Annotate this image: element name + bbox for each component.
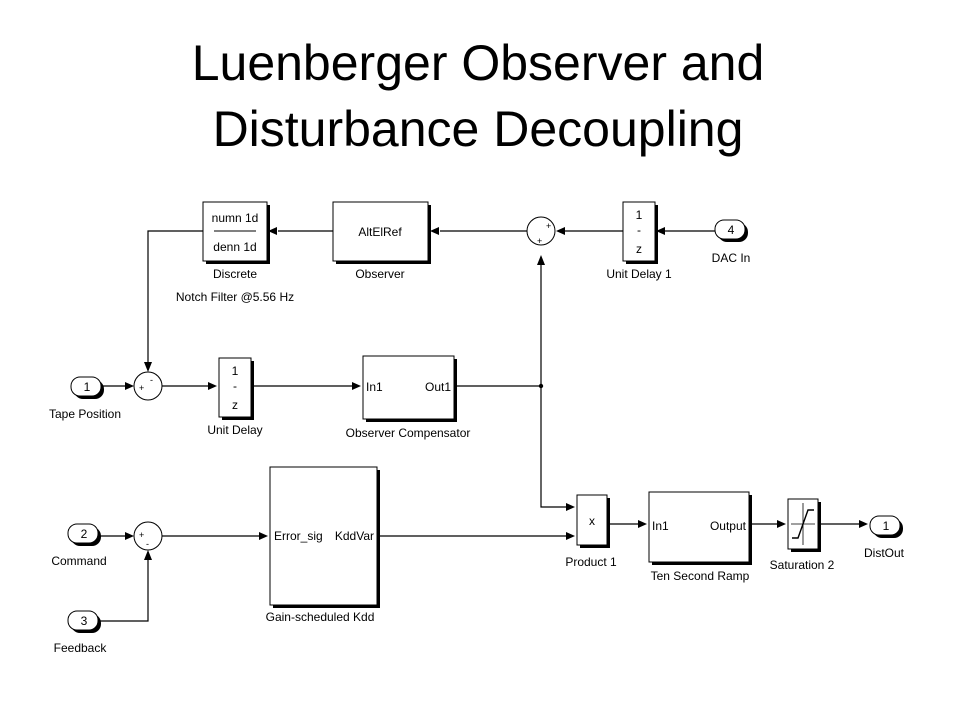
- saturation-icon: [792, 509, 814, 539]
- unit-delay-1-block[interactable]: 1 - z: [622, 201, 658, 264]
- unit-delay-1-label: Unit Delay 1: [606, 267, 672, 281]
- gain-kdd-block[interactable]: Error_sig KddVar: [269, 466, 380, 608]
- observer-compensator-block[interactable]: In1 Out1: [362, 355, 457, 422]
- sum-bot-sign2: -: [146, 539, 149, 549]
- dist-out-port-number: 1: [883, 519, 890, 533]
- product-label: Product 1: [565, 555, 617, 569]
- observer-block-text: AltElRef: [358, 225, 402, 239]
- unit-delay-den: z: [232, 398, 238, 412]
- notch-filter-label: Notch Filter @5.56 Hz: [176, 290, 294, 304]
- saturation-label: Saturation 2: [770, 558, 835, 572]
- unit-delay-block[interactable]: 1 - z: [218, 357, 254, 420]
- observer-label: Observer: [355, 267, 404, 281]
- gain-kdd-in: Error_sig: [274, 529, 323, 543]
- observer-block[interactable]: AltElRef: [332, 201, 431, 264]
- unit-delay-num: 1: [232, 364, 239, 378]
- saturation-block[interactable]: [787, 498, 821, 552]
- command-label: Command: [51, 554, 106, 568]
- observer-compensator-in: In1: [366, 380, 383, 394]
- unit-delay-1-den: z: [636, 242, 642, 256]
- tape-position-label: Tape Position: [49, 407, 121, 421]
- observer-compensator-out: Out1: [425, 380, 451, 394]
- sum-top[interactable]: + +: [526, 216, 556, 246]
- dac-in-port[interactable]: 4: [714, 219, 748, 242]
- feedback-port-number: 3: [81, 614, 88, 628]
- product-symbol: x: [589, 514, 595, 528]
- discrete-tf-label: Discrete: [213, 267, 257, 281]
- sum-top-sign2: +: [537, 236, 542, 246]
- feedback-label: Feedback: [54, 641, 108, 655]
- sum-bot-sign1: +: [139, 530, 144, 540]
- dac-in-label: DAC In: [712, 251, 751, 265]
- unit-delay-dash: -: [233, 379, 237, 393]
- command-port[interactable]: 2: [67, 523, 101, 546]
- discrete-tf-numerator: numn 1d: [212, 211, 259, 225]
- sum-top-sign1: +: [546, 221, 551, 231]
- slide-title-line2: Disturbance Decoupling: [213, 101, 744, 157]
- tape-position-port[interactable]: 1: [70, 376, 104, 399]
- ramp-out: Output: [710, 519, 747, 533]
- observer-compensator-label: Observer Compensator: [346, 426, 471, 440]
- product-block[interactable]: x: [576, 494, 610, 548]
- unit-delay-1-num: 1: [636, 208, 643, 222]
- gain-kdd-out: KddVar: [335, 529, 374, 543]
- sum-bot[interactable]: + -: [133, 521, 163, 551]
- discrete-tf-block[interactable]: numn 1d denn 1d: [202, 201, 270, 264]
- gain-kdd-label: Gain-scheduled Kdd: [266, 610, 375, 624]
- unit-delay-label: Unit Delay: [207, 423, 262, 437]
- tape-position-port-number: 1: [84, 380, 91, 394]
- sum-mid-sign1: -: [150, 375, 153, 385]
- discrete-tf-denominator: denn 1d: [213, 240, 256, 254]
- sum-mid-sign2: +: [139, 383, 144, 393]
- command-port-number: 2: [81, 527, 88, 541]
- ramp-in: In1: [652, 519, 669, 533]
- dist-out-port[interactable]: 1: [869, 515, 903, 538]
- feedback-port[interactable]: 3: [67, 610, 101, 633]
- dist-out-label: DistOut: [864, 546, 905, 560]
- sum-mid[interactable]: - +: [133, 371, 163, 401]
- slide-title-line1: Luenberger Observer and: [192, 35, 765, 91]
- ramp-label: Ten Second Ramp: [651, 569, 750, 583]
- ramp-block[interactable]: In1 Output: [648, 491, 752, 565]
- dac-in-port-number: 4: [728, 223, 735, 237]
- unit-delay-1-dash: -: [637, 223, 641, 237]
